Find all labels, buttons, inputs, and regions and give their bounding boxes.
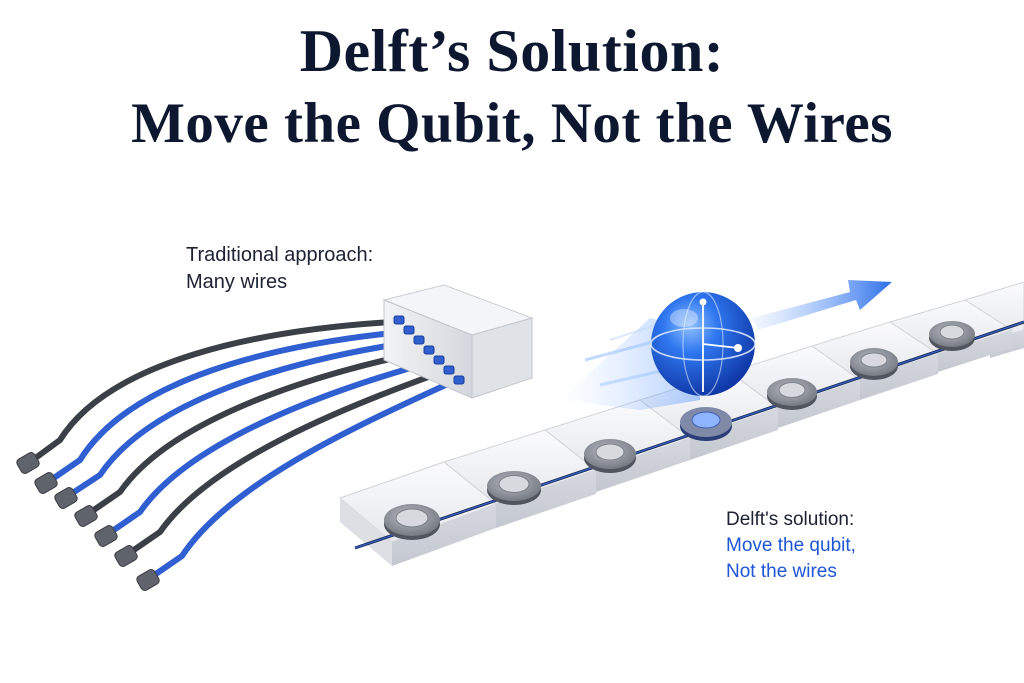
motion-arrow-icon bbox=[752, 280, 892, 330]
site-disk bbox=[487, 471, 541, 505]
track-tile bbox=[339, 461, 498, 566]
wire-bundle bbox=[27, 319, 455, 581]
traditional-heading: Traditional approach: bbox=[186, 244, 374, 266]
wire bbox=[85, 349, 425, 517]
delft-heading: Delft's solution: bbox=[726, 509, 855, 530]
site-disk bbox=[384, 504, 440, 540]
site-disk bbox=[929, 321, 975, 351]
wire bbox=[147, 379, 455, 581]
traditional-detail: Many wires bbox=[186, 271, 288, 293]
plug bbox=[34, 472, 58, 494]
plug bbox=[136, 569, 160, 591]
wire bbox=[45, 329, 405, 485]
site-disk bbox=[767, 378, 817, 410]
title-line-1: Delft’s Solution: bbox=[299, 18, 725, 84]
delft-detail-line-1: Move the qubit, bbox=[726, 535, 856, 556]
delft-detail-line-2: Not the wires bbox=[726, 561, 837, 582]
delft-solution-label: Delft's solution: Move the qubit, Not th… bbox=[726, 507, 856, 585]
site-disk-active bbox=[680, 407, 732, 441]
traditional-approach-label: Traditional approach: Many wires bbox=[186, 242, 373, 296]
plug bbox=[16, 452, 40, 474]
wire bbox=[27, 319, 395, 465]
wire bbox=[125, 369, 445, 557]
qubit-sphere-icon bbox=[650, 291, 756, 397]
plug bbox=[114, 545, 138, 567]
wire bbox=[65, 339, 415, 499]
plug bbox=[74, 505, 98, 527]
plug bbox=[94, 525, 118, 547]
qubit-track bbox=[339, 281, 1024, 566]
qubit-site-disks bbox=[384, 321, 975, 540]
wire bbox=[105, 359, 435, 537]
connector-block-icon bbox=[382, 284, 534, 399]
page-title: Delft’s Solution: Move the Qubit, Not th… bbox=[0, 14, 1024, 160]
plug bbox=[54, 487, 78, 509]
site-disk bbox=[584, 439, 636, 473]
wire-end-plugs bbox=[16, 452, 160, 591]
site-disk bbox=[850, 348, 898, 380]
title-line-2: Move the Qubit, Not the Wires bbox=[131, 92, 893, 155]
